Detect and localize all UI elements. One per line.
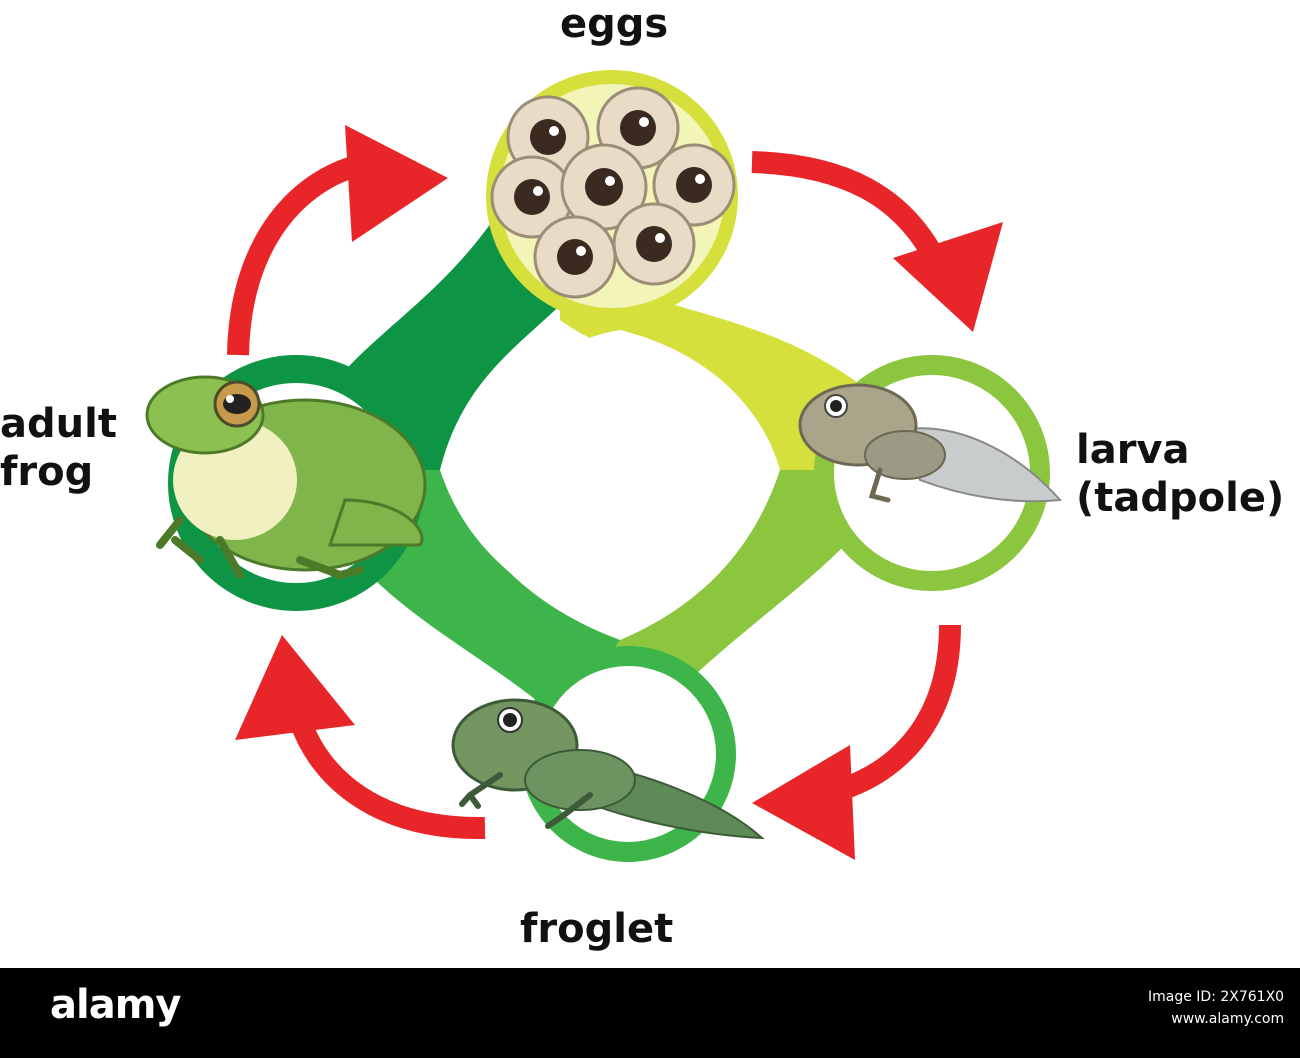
frog-life-cycle-diagram: eggs adult frog larva (tadpole) froglet [0,1,1284,952]
stage-label-larva: larva (tadpole) [1076,426,1284,522]
arrow-larva-to-froglet [752,624,961,860]
arrow-adult-to-eggs [227,125,448,356]
egg [533,215,617,299]
stage-label-eggs: eggs [560,1,669,47]
egg-cluster [490,86,736,299]
watermark-footer: alamy Image ID: 2X761X0 www.alamy.com [0,968,1300,1058]
froglet-illustration [451,698,765,840]
arrow-froglet-to-adult [235,635,486,840]
egg [560,143,648,231]
stage-label-larva-line1: larva [1076,427,1190,473]
egg [490,155,574,239]
stage-label-adult-frog: adult frog [0,400,117,496]
tadpole-illustration [798,383,1063,503]
stage-label-adult-line1: adult [0,401,117,447]
stage-label-larva-line2: (tadpole) [1076,475,1285,521]
image-id-block: Image ID: 2X761X0 www.alamy.com [1148,986,1284,1030]
ribbon-center-hole [440,330,780,640]
image-id-text: Image ID: 2X761X0 [1148,989,1285,1005]
arrow-eggs-to-larva [751,151,1003,332]
adult-frog-illustration [145,375,427,580]
cycle-arrows [227,125,1003,860]
site-url-text: www.alamy.com [1171,1011,1285,1027]
alamy-logo: alamy [50,982,181,1028]
egg [652,143,736,227]
life-cycle-graphic [145,70,1063,862]
egg [612,202,696,286]
stage-label-adult-line2: frog [0,449,94,495]
stage-label-froglet: froglet [520,906,674,952]
